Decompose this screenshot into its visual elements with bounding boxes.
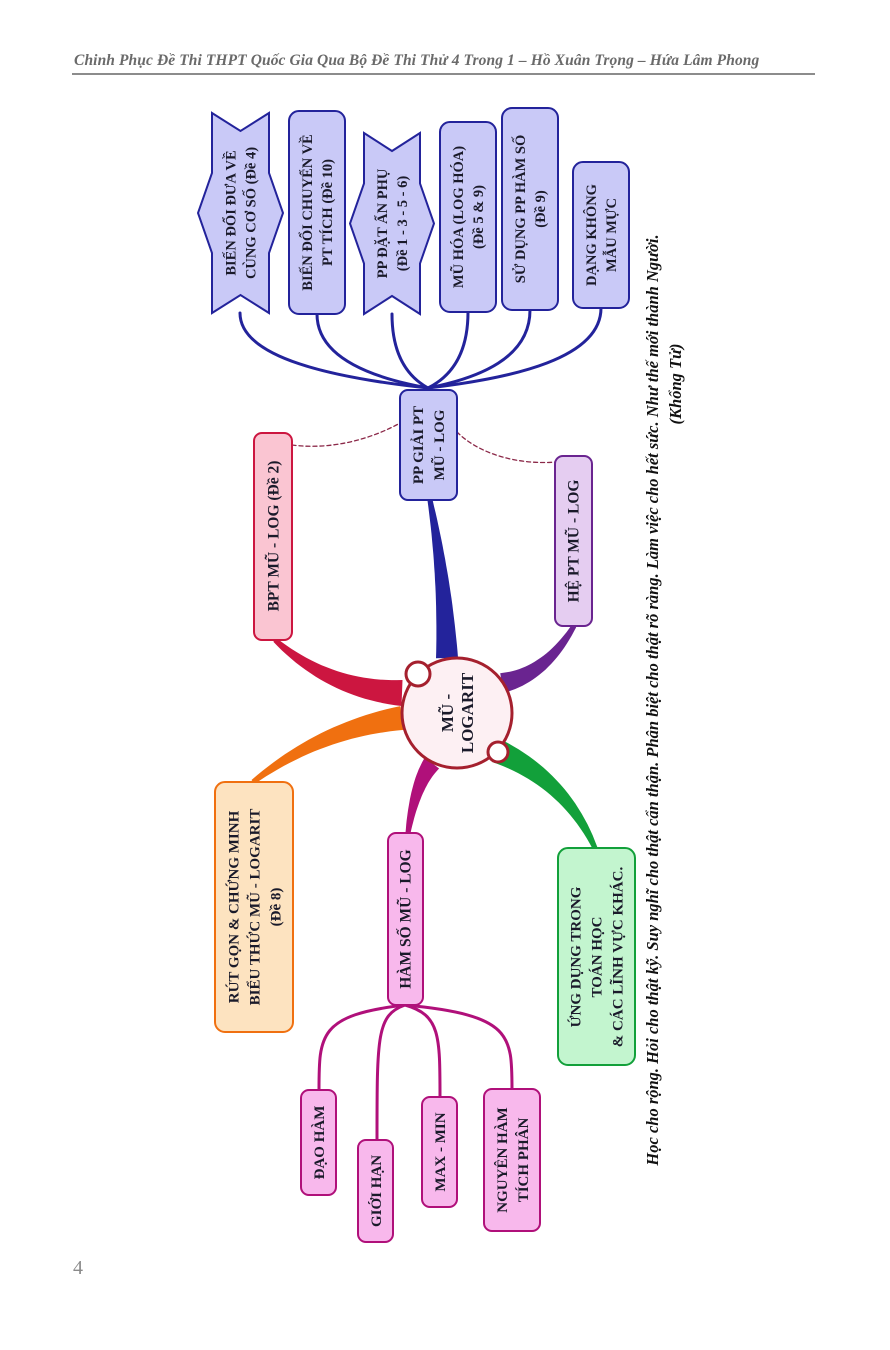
- center-node-label: MŨ -LOGARIT: [437, 672, 477, 753]
- node-pp-giai-child-3-label-line: PP ĐẶT ẨN PHỤ: [373, 168, 391, 278]
- node-pp-giai-child-2: [288, 110, 346, 315]
- page-number: 4: [73, 1257, 83, 1279]
- child-link-pp-giai-1: [238, 311, 430, 390]
- quote-author: (Khổng Tử): [666, 344, 685, 425]
- page-header-title: Chinh Phục Đề Thi THPT Quốc Gia Qua Bộ Đ…: [74, 52, 760, 69]
- node-pp-giai-label-line: MŨ - LOG: [430, 409, 448, 480]
- header-divider: [72, 73, 815, 75]
- node-pp-giai-child-1: [196, 111, 285, 315]
- node-ung-dung: [557, 847, 636, 1066]
- branch-link-rut-gon: [251, 706, 404, 784]
- node-pp-giai-child-6-label-line: MẪU MỰC: [602, 198, 620, 272]
- node-ham-so-child-1-label-line: ĐẠO HÀM: [311, 1106, 328, 1180]
- node-pp-giai-child-6-label-line: DẠNG KHÔNG: [583, 184, 600, 286]
- relation-dashed-pp-he: [456, 431, 557, 464]
- child-link-pp-giai-4: [426, 310, 470, 390]
- node-pp-giai-label-line: PP GIẢI PT: [410, 406, 427, 484]
- node-pp-giai-child-5-label-line: (Đề 9): [533, 190, 549, 228]
- node-pp-giai-child-5: [501, 107, 559, 311]
- relation-dashed-bpt-pp: [291, 421, 403, 447]
- child-link-pp-giai-6: [426, 306, 603, 390]
- node-pp-giai-child-3-label: PP ĐẶT ẨN PHỤ(Đề 1 - 3 - 5 - 6): [373, 168, 411, 278]
- node-ham-so-child-1: [300, 1089, 337, 1196]
- node-pp-giai-child-1-label-line: BIẾN ĐỔI ĐƯA VỀ: [222, 150, 240, 275]
- node-ham-so: [387, 832, 424, 1006]
- node-rut-gon-label-line: BIỂU THỨC MŨ - LOGARIT: [245, 809, 263, 1006]
- node-pp-giai-child-4: [439, 121, 497, 313]
- node-ham-so-child-2: [357, 1139, 394, 1243]
- center-node-label-line: LOGARIT: [458, 672, 477, 753]
- node-ung-dung-label-line: ỨNG DỤNG TRONG: [567, 886, 584, 1027]
- branch-link-he-pt: [500, 624, 577, 693]
- node-pp-giai: [399, 389, 458, 501]
- node-he-pt-label: HỆ PT MŨ - LOG: [564, 480, 582, 603]
- mind-map-links: [238, 306, 603, 1142]
- node-rut-gon-label-line: RÚT GỌN & CHỨNG MINH: [225, 810, 242, 1003]
- node-bpt: [253, 432, 293, 641]
- child-link-ham-so-2: [375, 1003, 407, 1142]
- node-ham-so-label: HÀM SỐ MŨ - LOG: [396, 849, 414, 989]
- node-pp-giai-child-1-label-line: CÙNG CƠ SỐ (Đề 4): [242, 147, 260, 279]
- quote-line-1: Học cho rộng. Hỏi cho thật kỹ. Suy nghĩ …: [643, 234, 662, 1166]
- node-pp-giai-child-2-label-line: PT TÍCH (Đề 10): [319, 159, 336, 266]
- child-link-pp-giai-3: [390, 312, 430, 390]
- branch-link-bpt: [273, 638, 403, 706]
- node-he-pt-label-line: HỆ PT MŨ - LOG: [564, 480, 582, 603]
- node-ham-so-child-4-label-line: TÍCH PHÂN: [515, 1118, 532, 1203]
- node-pp-giai-child-5-label-line: SỬ DỤNG PP HÀM SỐ: [511, 135, 529, 284]
- branch-link-pp-giai: [427, 499, 458, 659]
- node-pp-giai-child-4-label-line: MŨ HÓA (LOG HÓA): [449, 146, 467, 288]
- branch-link-ung-dung: [492, 740, 598, 849]
- child-link-pp-giai-5: [426, 308, 532, 390]
- node-ham-so-child-3-label-line: MAX - MIN: [433, 1112, 449, 1191]
- node-ham-so-child-3: [421, 1096, 458, 1208]
- node-rut-gon-label-line: (Đề 8): [268, 888, 284, 927]
- node-rut-gon: [214, 781, 294, 1033]
- node-ung-dung-label-line: & CÁC LĨNH VỰC KHÁC.: [608, 867, 626, 1048]
- child-link-ham-so-4: [403, 1003, 514, 1092]
- node-pp-giai-child-4-label: MŨ HÓA (LOG HÓA)(Đề 5 & 9): [449, 146, 487, 288]
- node-ung-dung-label-line: TOÁN HỌC: [588, 917, 605, 998]
- child-link-ham-so-3: [403, 1003, 442, 1100]
- center-node-label-line: MŨ -: [437, 694, 457, 733]
- node-pp-giai-child-6: [572, 161, 630, 309]
- node-ham-so-child-2-label: GIỚI HẠN: [368, 1155, 385, 1227]
- child-link-ham-so-1: [317, 1003, 407, 1092]
- node-ham-so-label-line: HÀM SỐ MŨ - LOG: [396, 849, 414, 989]
- node-pp-giai-child-2-label-line: BIẾN ĐỔI CHUYỂN VỀ: [298, 134, 316, 290]
- node-bpt-label-line: BPT MŨ - LOG (Đề 2): [264, 461, 282, 612]
- node-he-pt: [554, 455, 593, 627]
- node-pp-giai-child-3-label-line: (Đề 1 - 3 - 5 - 6): [395, 176, 411, 272]
- node-ham-so-child-1-label: ĐẠO HÀM: [311, 1106, 328, 1180]
- child-link-pp-giai-2: [315, 312, 430, 390]
- node-pp-giai-child-3: [348, 131, 436, 316]
- center-node-handle-icon: [486, 740, 510, 764]
- branch-link-ham-so: [405, 757, 440, 834]
- node-pp-giai-child-4-label-line: (Đề 5 & 9): [471, 185, 487, 249]
- quote-block: Học cho rộng. Hỏi cho thật kỹ. Suy nghĩ …: [643, 234, 685, 1166]
- center-node: [400, 656, 514, 770]
- node-ham-so-child-4: [483, 1088, 541, 1232]
- center-node-handle-icon: [404, 660, 432, 688]
- node-ham-so-child-2-label-line: GIỚI HẠN: [368, 1155, 385, 1227]
- node-ham-so-child-4-label-line: NGUYÊN HÀM: [494, 1107, 511, 1212]
- node-ham-so-child-3-label: MAX - MIN: [433, 1112, 449, 1191]
- node-bpt-label: BPT MŨ - LOG (Đề 2): [264, 461, 282, 612]
- node-pp-giai-child-5-label: SỬ DỤNG PP HÀM SỐ(Đề 9): [511, 135, 549, 284]
